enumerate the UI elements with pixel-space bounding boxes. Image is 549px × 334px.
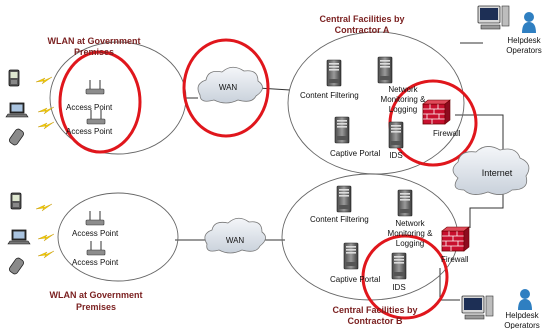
network-monitoring-label-1: Network	[395, 219, 425, 228]
network-monitoring-label-2: Monitoring &	[381, 95, 427, 104]
facility-title-top-line1: Central Facilities by	[319, 14, 404, 24]
access-point-label: Access Point	[72, 258, 119, 267]
wan-label: WAN	[226, 236, 245, 245]
ids-label: IDS	[389, 151, 402, 160]
pda-icon	[10, 192, 22, 210]
link-line	[257, 87, 291, 91]
content-filtering-label: Content Filtering	[300, 91, 359, 100]
highlight-ring-wan	[182, 38, 270, 138]
content-filtering-server-icon	[326, 59, 342, 87]
captive-portal-server-icon	[343, 242, 359, 270]
laptop-icon	[5, 102, 29, 118]
network-monitoring-server-icon	[397, 189, 413, 217]
network-monitoring-label-3: Logging	[396, 239, 424, 248]
pda-icon	[8, 69, 20, 87]
access-point-icon	[86, 109, 106, 125]
firewall-icon	[422, 99, 451, 125]
helpdesk-label-2: Operators	[506, 46, 542, 55]
access-point-icon	[86, 240, 106, 256]
network-monitoring-server-icon	[377, 56, 393, 84]
access-point-icon	[85, 79, 105, 95]
computer-icon	[477, 5, 510, 30]
link-line	[455, 114, 504, 155]
helpdesk-label-2: Operators	[504, 321, 540, 329]
network-monitoring-label-2: Monitoring &	[388, 229, 434, 238]
internet-label: Internet	[482, 168, 513, 178]
facility-title-bottom-line1: Central Facilities by	[332, 305, 417, 315]
signal-icon	[37, 121, 55, 130]
ids-label: IDS	[392, 283, 405, 292]
link-line	[469, 192, 504, 228]
helpdesk-label-1: Helpdesk	[507, 36, 541, 45]
network-monitoring-label-1: Network	[388, 85, 418, 94]
wlan-title-bottom-line1: WLAN at Government	[49, 290, 142, 300]
wlan-title-bottom-line2: Premises	[76, 302, 116, 312]
handheld-icon	[7, 127, 26, 147]
network-monitoring-label-3: Logging	[389, 105, 417, 114]
content-filtering-server-icon	[336, 185, 352, 213]
wlan-boundary-bottom	[57, 192, 179, 282]
wlan-title-top-line2: Premises	[74, 47, 114, 57]
person-icon	[518, 289, 532, 310]
facility-title-top-line2: Contractor A	[335, 25, 390, 35]
access-point-label: Access Point	[72, 229, 119, 238]
wan-cloud-icon	[197, 66, 263, 104]
highlight-ring-wlan	[58, 50, 142, 154]
wlan-title-top-line1: WLAN at Government	[47, 36, 140, 46]
laptop-icon	[7, 229, 31, 245]
signal-icon	[37, 250, 55, 259]
signal-icon	[37, 233, 55, 242]
wan-label: WAN	[219, 83, 238, 92]
ids-server-icon	[391, 252, 407, 280]
person-icon	[522, 12, 536, 33]
firewall-label: Firewall	[441, 255, 469, 264]
access-point-label: Access Point	[66, 103, 113, 112]
ids-server-icon	[388, 121, 404, 149]
content-filtering-label: Content Filtering	[310, 215, 369, 224]
captive-portal-label: Captive Portal	[330, 149, 380, 158]
signal-icon	[35, 203, 53, 212]
wan-cloud-icon	[204, 217, 266, 254]
captive-portal-server-icon	[334, 116, 350, 144]
computer-icon	[461, 295, 494, 320]
access-point-icon	[85, 210, 105, 226]
firewall-icon	[441, 226, 470, 252]
firewall-label: Firewall	[433, 129, 461, 138]
internet-cloud-icon	[452, 146, 530, 195]
captive-portal-label: Captive Portal	[330, 275, 380, 284]
highlight-ring-ids	[361, 234, 449, 320]
helpdesk-label-1: Helpdesk	[505, 311, 539, 320]
facility-title-bottom-line2: Contractor B	[347, 316, 403, 326]
handheld-icon	[7, 256, 26, 276]
signal-icon	[35, 76, 53, 85]
access-point-label: Access Point	[66, 127, 113, 136]
